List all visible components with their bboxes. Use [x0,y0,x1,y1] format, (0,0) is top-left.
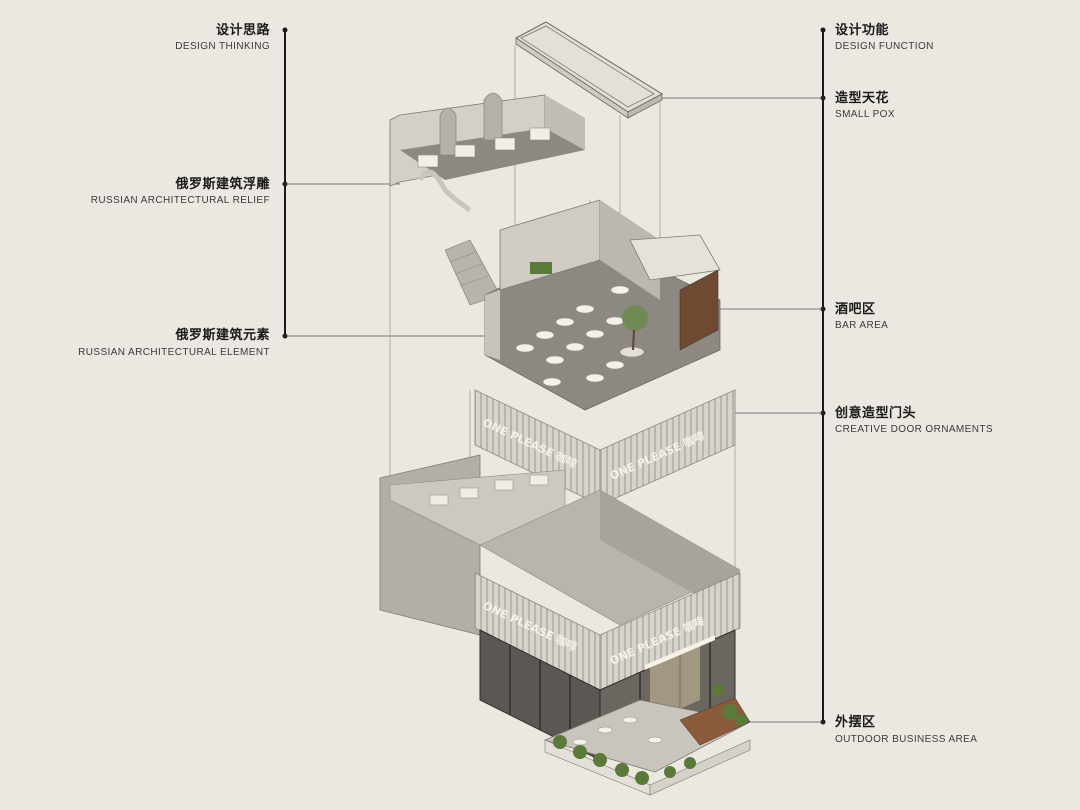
russian-relief-label: 俄罗斯建筑浮雕 [175,177,270,192]
design-function-label-en: DESIGN FUNCTION [835,41,934,52]
outdoor-area-label: 外摆区 [835,715,876,730]
design-thinking-label: 设计思路 [215,23,270,38]
design-function-label: 设计功能 [835,23,890,38]
design-thinking-label-en: DESIGN THINKING [175,41,270,52]
upper-floor-relief [389,92,585,306]
russian-element-label: 俄罗斯建筑元素 [175,328,270,343]
bar-area-label-en: BAR AREA [835,320,889,331]
outdoor-area-label-en: OUTDOOR BUSINESS AREA [835,734,978,745]
middle-floor-dining [484,199,721,411]
door-ornaments-label: 创意造型门头 [835,406,917,421]
small-pox-label-en: SMALL POX [835,109,895,120]
lower-building: ONE PLEASE 咖啡 ONE PLEASE 咖啡 [379,454,741,761]
design-function-dot [820,27,826,33]
ceiling-feature [515,21,664,119]
russian-element-label-en: RUSSIAN ARCHITECTURAL ELEMENT [78,347,270,358]
bar-area-label: 酒吧区 [835,302,876,317]
door-ornaments-label-en: CREATIVE DOOR ORNAMENTS [835,424,993,435]
russian-relief-label-en: RUSSIAN ARCHITECTURAL RELIEF [90,195,270,206]
small-pox-label: 造型天花 [835,91,890,106]
outdoor-seating-area [543,684,752,796]
design-thinking-dot [282,27,288,33]
